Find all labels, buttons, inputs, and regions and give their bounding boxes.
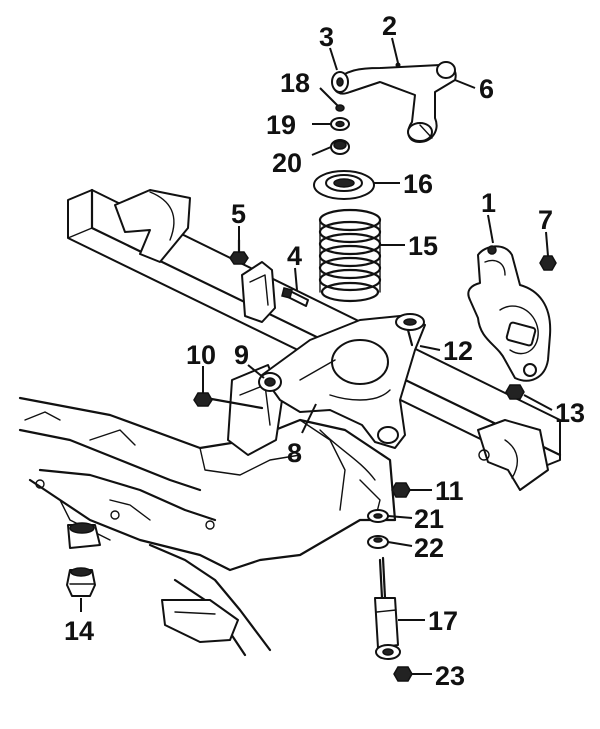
frame-rail xyxy=(67,188,562,491)
nut-13 xyxy=(505,384,525,400)
shock-absorber xyxy=(374,556,401,660)
callout-11: 11 xyxy=(435,476,464,506)
callout-5: 5 xyxy=(231,199,246,229)
arm-bracket xyxy=(241,261,309,323)
callout-21: 21 xyxy=(414,504,444,534)
callout-20: 20 xyxy=(272,148,302,178)
callout-2: 2 xyxy=(382,11,397,41)
callout-13: 13 xyxy=(555,398,585,428)
shock-hardware xyxy=(367,482,413,682)
callout-1: 1 xyxy=(481,188,496,218)
callout-8: 8 xyxy=(287,438,302,468)
callout-22: 22 xyxy=(414,533,444,563)
callout-labels: 1 2 3 4 5 6 7 8 9 10 11 12 13 14 15 16 1… xyxy=(64,11,585,691)
callout-14: 14 xyxy=(64,616,94,646)
bolt-10 xyxy=(193,392,264,410)
leader-lines xyxy=(80,37,553,675)
callout-6: 6 xyxy=(479,74,494,104)
nut-7 xyxy=(539,255,557,271)
callout-3: 3 xyxy=(319,22,334,52)
callout-7: 7 xyxy=(538,205,553,235)
callout-23: 23 xyxy=(435,661,465,691)
callout-16: 16 xyxy=(403,169,433,199)
upper-control-arm xyxy=(331,61,457,143)
callout-9: 9 xyxy=(234,340,249,370)
callout-12: 12 xyxy=(443,336,473,366)
steering-knuckle xyxy=(467,245,552,382)
callout-4: 4 xyxy=(287,241,302,271)
lower-control-arm xyxy=(258,313,426,449)
callout-10: 10 xyxy=(186,340,216,370)
callout-17: 17 xyxy=(428,606,458,636)
callout-18: 18 xyxy=(280,68,310,98)
callout-15: 15 xyxy=(408,231,438,261)
spring-insulator xyxy=(313,170,375,200)
bushing-stack xyxy=(330,104,350,155)
bump-stop xyxy=(66,567,96,597)
coil-spring xyxy=(318,208,382,303)
bolt-5 xyxy=(229,238,249,265)
callout-19: 19 xyxy=(266,110,296,140)
